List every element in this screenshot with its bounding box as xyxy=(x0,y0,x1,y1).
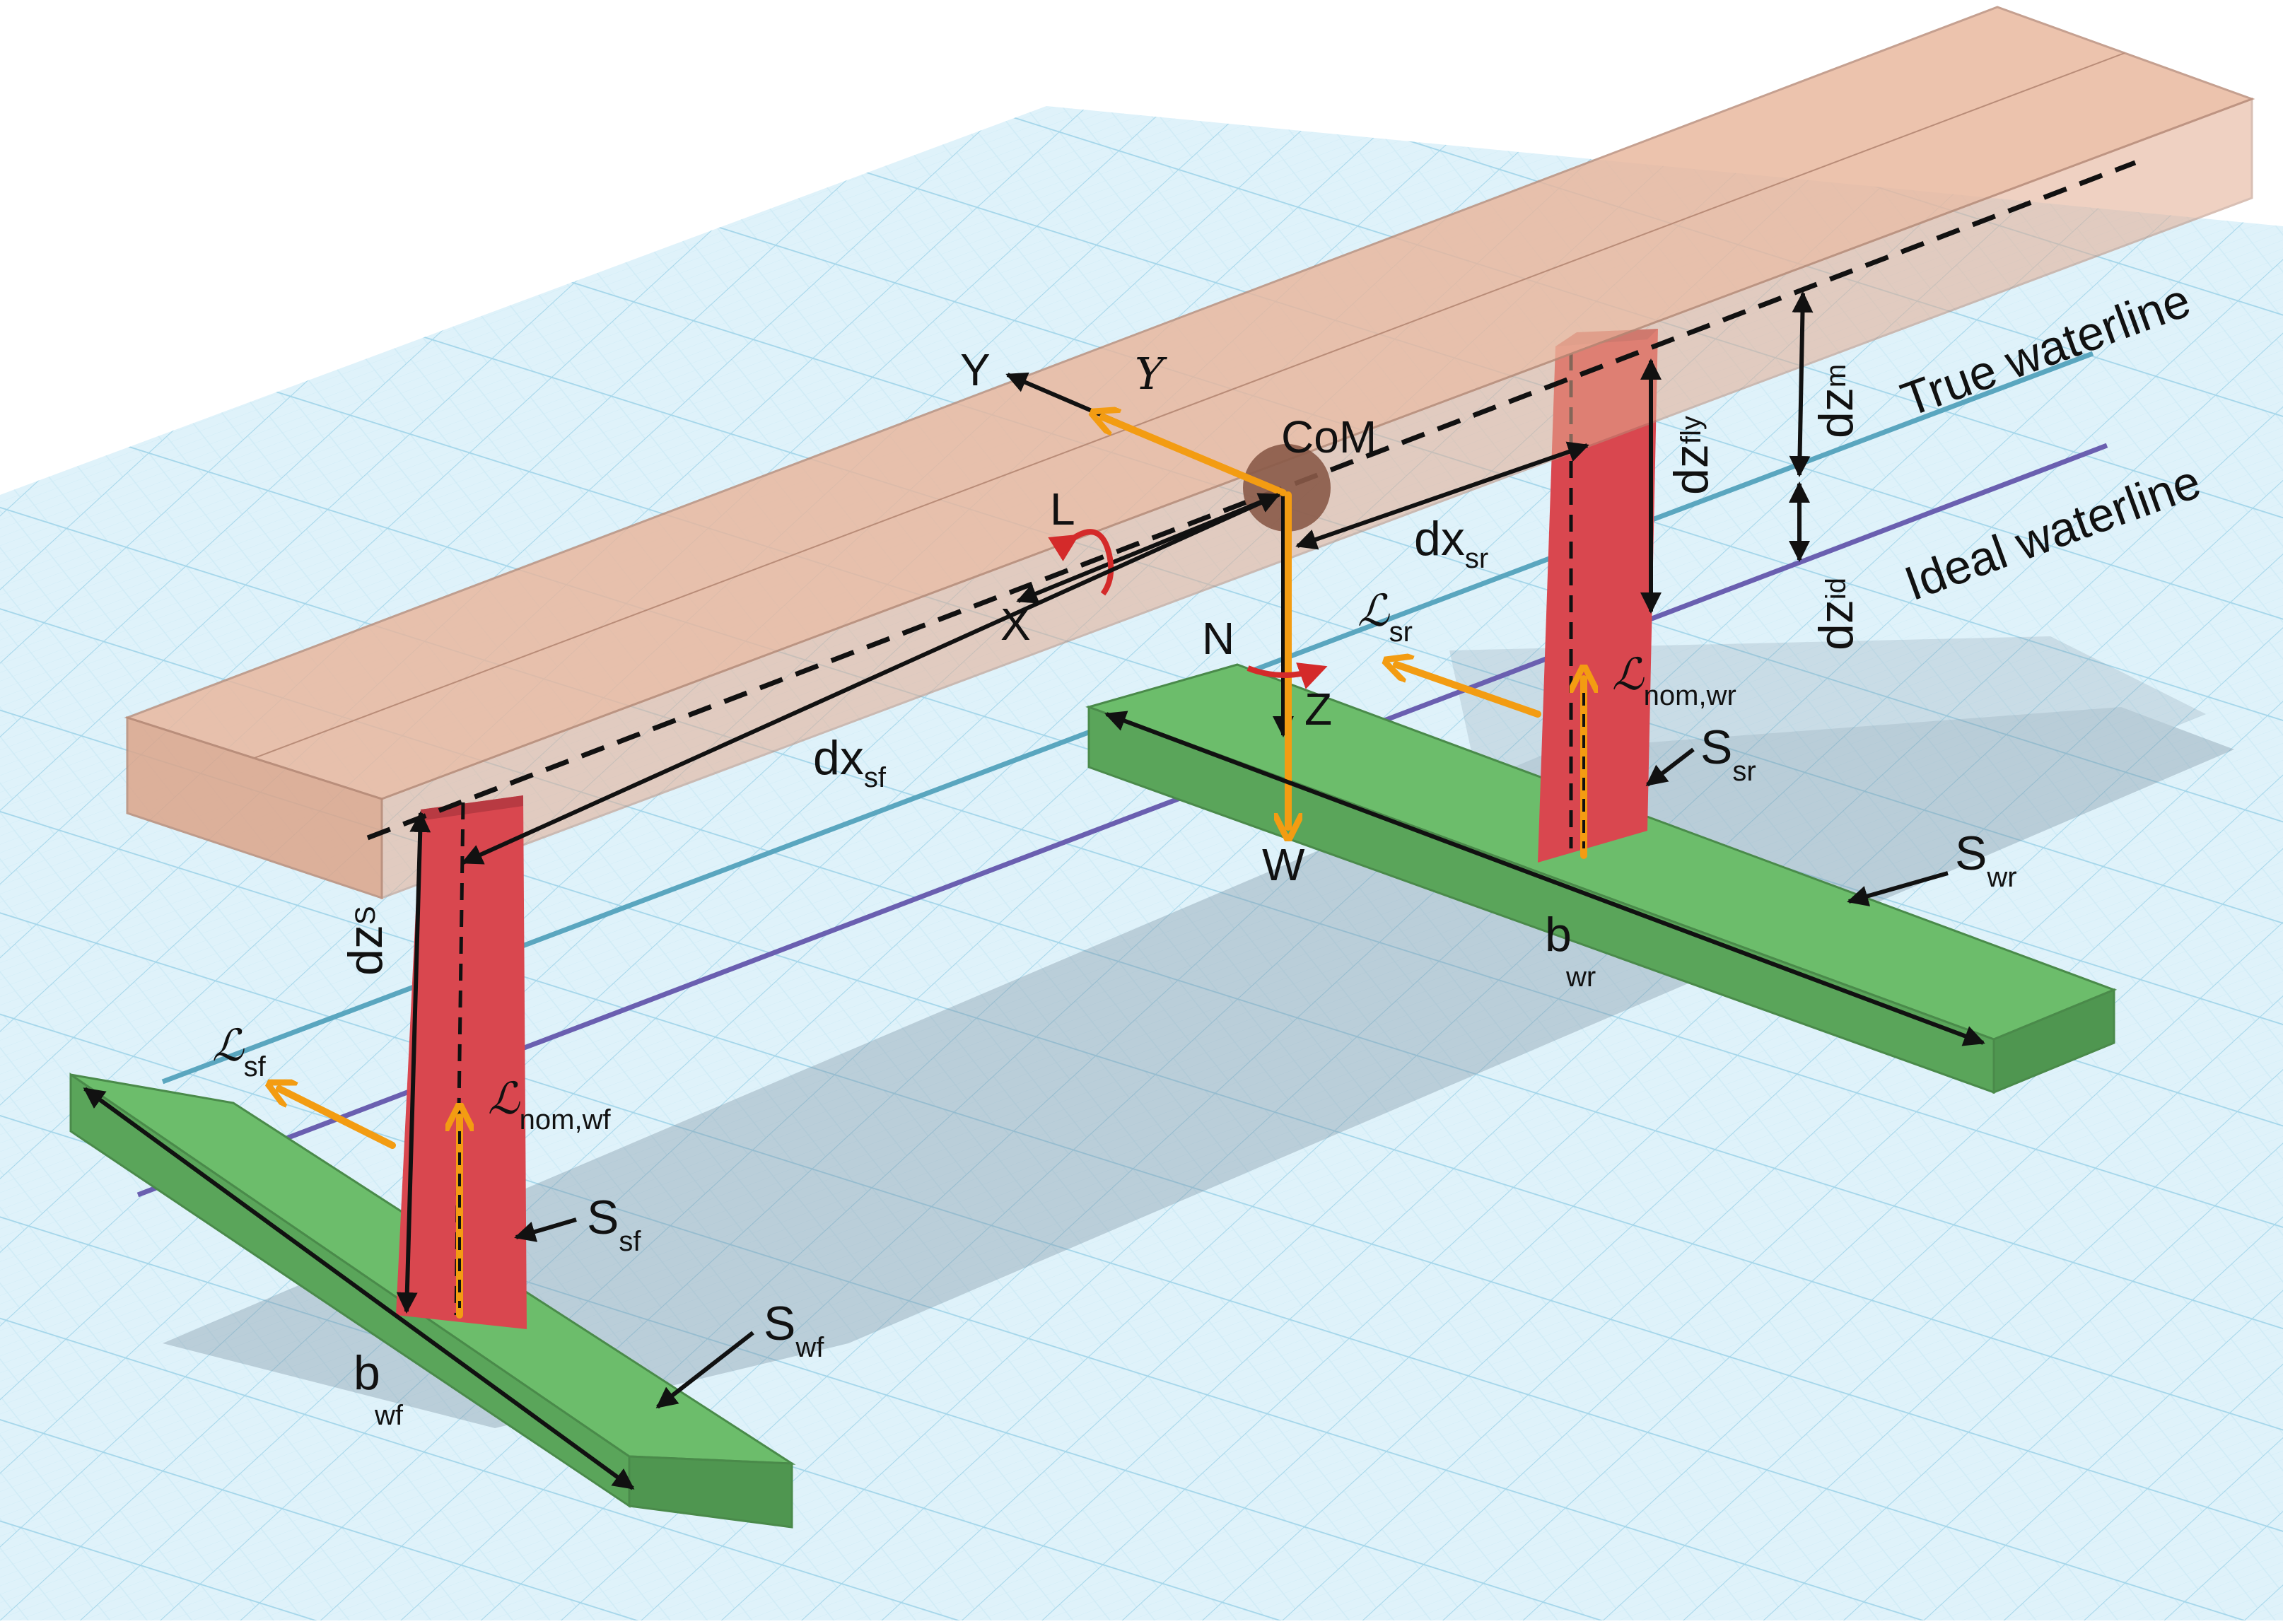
lift-nom-wf-label: ℒnom,wf xyxy=(488,1073,611,1135)
s-wr-pointer xyxy=(1847,871,1949,907)
dx-sf-arrow xyxy=(461,493,1280,865)
axis-z-label: Z xyxy=(1304,684,1332,735)
s-sr-label: Ssr xyxy=(1700,720,1756,787)
axis-x-label: X xyxy=(1000,599,1031,650)
s-sf-pointer xyxy=(514,1217,577,1242)
dz-fly-label: dzfly xyxy=(1664,416,1718,495)
dz-s-label: dzS xyxy=(339,906,392,976)
b-wr-label: b xyxy=(1545,908,1572,962)
s-wr-label: Swr xyxy=(1955,826,2017,893)
dz-id-label: dzid xyxy=(1809,578,1863,650)
dz-m-arrow xyxy=(1789,291,1814,477)
roll-moment-label: L xyxy=(1050,484,1075,534)
b-wr-arrow xyxy=(1104,711,1985,1046)
lift-nom-wr-label: ℒnom,wr xyxy=(1612,648,1736,711)
dz-m-label: dzm xyxy=(1809,364,1863,438)
dx-sr-arrow xyxy=(1295,441,1589,550)
b-wf-arrow xyxy=(83,1087,635,1490)
weight-label: W xyxy=(1262,839,1305,890)
s-wf-pointer xyxy=(655,1331,754,1409)
yaw-moment-label: N xyxy=(1202,613,1234,664)
side-force-y-arrow xyxy=(1103,417,1287,496)
lift-sr-label: ℒsr xyxy=(1357,585,1413,648)
com-label: CoM xyxy=(1281,411,1377,462)
s-sr-pointer xyxy=(1645,747,1695,787)
b-wf-sub: wf xyxy=(374,1400,404,1431)
s-wf-label: Swf xyxy=(764,1297,824,1363)
s-sf-label: Ssf xyxy=(587,1191,641,1257)
dx-sf-label: dxsf xyxy=(813,731,887,793)
dx-sr-label: dxsr xyxy=(1414,512,1488,574)
lift-sr-arrow xyxy=(1396,665,1541,718)
b-wf-label: b xyxy=(354,1346,380,1400)
b-wr-sub: wr xyxy=(1565,962,1596,993)
dimension-arrows xyxy=(83,291,1985,1490)
axis-y-label: Y xyxy=(960,344,991,395)
lift-sf-label: ℒsf xyxy=(212,1020,267,1082)
side-force-y-label: Y xyxy=(1135,348,1167,399)
